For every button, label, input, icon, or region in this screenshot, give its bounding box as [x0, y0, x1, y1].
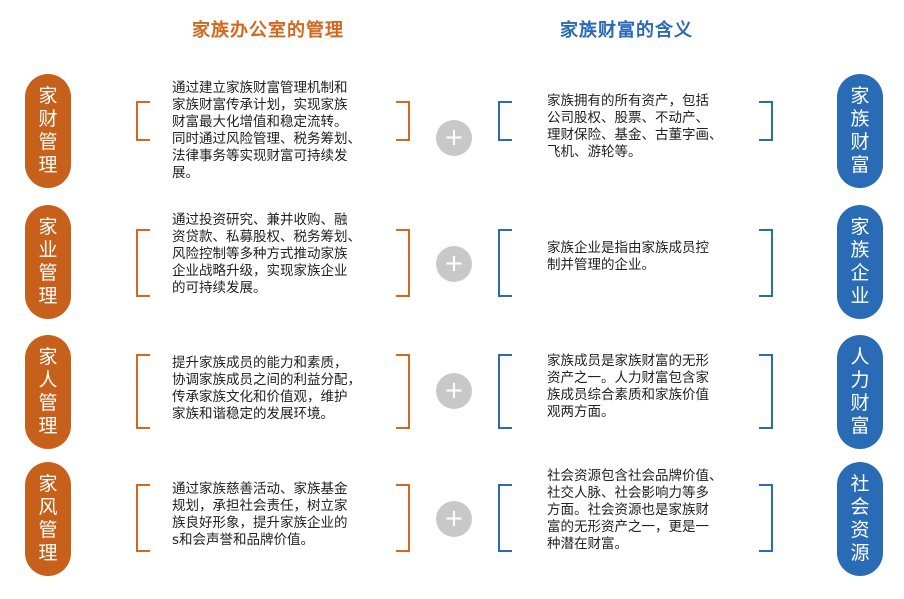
- plus-icon: +: [436, 120, 472, 156]
- left-text-wealth-management: 通过建立家族财富管理机制和 家族财富传承计划，实现家族 财富最大化增值和稳定流转…: [172, 80, 361, 181]
- label-char: 社: [850, 473, 870, 495]
- label-char: 业: [38, 239, 58, 261]
- right-bracket-close: [759, 101, 773, 141]
- label-char: 管: [38, 262, 58, 284]
- plus-icon: +: [436, 373, 472, 409]
- plus-icon: +: [436, 246, 472, 282]
- right-text-social-resources: 社会资源包含社会品牌价值、 社交人脉、社会影响力等多 方面。社会资源也是家族财 …: [547, 468, 723, 552]
- plus-icon: +: [436, 501, 472, 537]
- left-bracket-close: [396, 229, 410, 297]
- left-bracket-close: [396, 101, 410, 141]
- left-bracket-open: [136, 101, 150, 141]
- label-char: 理: [38, 154, 58, 176]
- left-bracket-close: [396, 484, 410, 552]
- label-char: 管: [38, 519, 58, 541]
- label-char: 家: [38, 346, 58, 368]
- right-label-social-resources: 社 会 资 源: [837, 462, 883, 576]
- right-bracket-open: [498, 354, 512, 429]
- header-family-wealth-meaning: 家族财富的含义: [560, 20, 693, 41]
- right-label-family-wealth: 家 族 财 富: [837, 74, 883, 188]
- label-char: 家: [38, 85, 58, 107]
- label-char: 管: [38, 392, 58, 414]
- label-char: 富: [850, 415, 870, 437]
- label-char: 企: [850, 262, 870, 284]
- label-char: 财: [38, 108, 58, 130]
- label-char: 人: [38, 369, 58, 391]
- left-label-culture-management: 家 风 管 理: [25, 462, 71, 576]
- left-text-business-management: 通过投资研究、兼并收购、融 资贷款、私募股权、税务筹划、 风险控制等多种方式推动…: [172, 212, 361, 296]
- label-char: 家: [38, 216, 58, 238]
- right-text-human-wealth: 家族成员是家族财富的无形 资产之一。人力财富包含家 族成员综合素质和家族价值 观…: [547, 353, 709, 420]
- left-text-culture-management: 通过家族慈善活动、家族基金 规划，承担社会责任，树立家 族良好形象，提升家族企业…: [172, 481, 348, 548]
- left-bracket-close: [396, 354, 410, 429]
- right-bracket-close: [759, 354, 773, 429]
- label-char: 力: [850, 369, 870, 391]
- left-text-people-management: 提升家族成员的能力和素质， 协调家族成员之间的利益分配， 传承家族文化和价值观，…: [172, 355, 361, 422]
- label-char: 家: [850, 216, 870, 238]
- right-bracket-close: [759, 229, 773, 297]
- left-bracket-open: [136, 229, 150, 297]
- left-label-wealth-management: 家 财 管 理: [25, 74, 71, 188]
- label-char: 资: [850, 519, 870, 541]
- right-bracket-close: [759, 484, 773, 552]
- label-char: 财: [850, 131, 870, 153]
- label-char: 理: [38, 415, 58, 437]
- label-char: 财: [850, 392, 870, 414]
- right-text-family-business: 家族企业是指由家族成员控 制并管理的企业。: [547, 240, 709, 273]
- label-char: 家: [38, 473, 58, 495]
- label-char: 理: [38, 542, 58, 564]
- right-bracket-open: [498, 229, 512, 297]
- label-char: 风: [38, 496, 58, 518]
- header-family-office-management: 家族办公室的管理: [192, 20, 344, 41]
- right-bracket-open: [498, 101, 512, 141]
- label-char: 业: [850, 285, 870, 307]
- left-bracket-open: [136, 354, 150, 429]
- left-label-people-management: 家 人 管 理: [25, 335, 71, 449]
- label-char: 族: [850, 108, 870, 130]
- label-char: 源: [850, 542, 870, 564]
- label-char: 富: [850, 154, 870, 176]
- right-bracket-open: [498, 484, 512, 552]
- label-char: 理: [38, 285, 58, 307]
- label-char: 人: [850, 346, 870, 368]
- left-bracket-open: [136, 484, 150, 552]
- label-char: 会: [850, 496, 870, 518]
- right-label-family-business: 家 族 企 业: [837, 205, 883, 319]
- right-label-human-wealth: 人 力 财 富: [837, 335, 883, 449]
- label-char: 家: [850, 85, 870, 107]
- right-text-family-wealth: 家族拥有的所有资产，包括 公司股权、股票、不动产、 理财保险、基金、古董字画、 …: [547, 93, 723, 160]
- label-char: 管: [38, 131, 58, 153]
- label-char: 族: [850, 239, 870, 261]
- left-label-business-management: 家 业 管 理: [25, 205, 71, 319]
